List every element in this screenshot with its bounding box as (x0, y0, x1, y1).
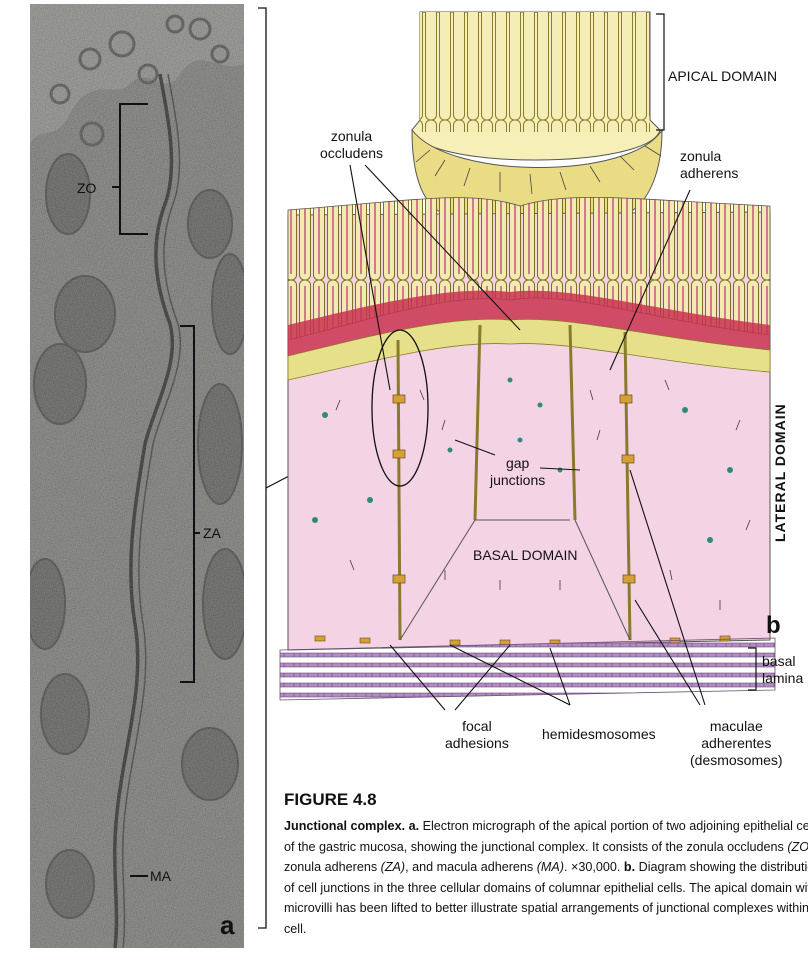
figure-caption: FIGURE 4.8 Junctional complex. a. Electr… (284, 790, 808, 939)
basal-domain-label: BASAL DOMAIN (473, 547, 578, 564)
caption-text: Diagram showing the distribution (635, 860, 808, 874)
epithelium-block (280, 197, 775, 700)
caption-line: of cell junctions in the three cellular … (284, 878, 808, 899)
junction-diagram: APICAL DOMAIN zonula occludens zonula ad… (270, 0, 808, 780)
caption-bold-title: Junctional complex. (284, 819, 409, 833)
caption-line: zonula adherens (ZA), and macula adheren… (284, 857, 808, 878)
zonula-occludens-label: zonula occludens (320, 128, 383, 162)
panel-letter-a: a (220, 910, 234, 941)
zonula-adherens-label: zonula adherens (680, 148, 738, 182)
caption-text: of cell junctions in the three cellular … (284, 881, 808, 895)
electron-micrograph: ZO ZA MA a (30, 4, 244, 948)
caption-line: of the gastric mucosa, showing the junct… (284, 837, 808, 858)
caption-line: Junctional complex. a. Electron microgra… (284, 816, 808, 837)
apical-domain-block (412, 12, 662, 225)
figure-number: FIGURE 4.8 (284, 790, 808, 810)
caption-text: zonula adherens (284, 860, 381, 874)
caption-text: , and macula adherens (405, 860, 537, 874)
gap-junctions-label: gap junctions (490, 455, 545, 489)
caption-panel-a: a. (409, 819, 420, 833)
caption-text: Electron micrograph of the apical portio… (419, 819, 808, 833)
lateral-domain-label: LATERAL DOMAIN (772, 403, 788, 542)
za-label: ZA (203, 525, 221, 541)
caption-text: cell. (284, 922, 306, 936)
caption-abbrev: (ZA) (381, 860, 405, 874)
maculae-adherentes-label: maculae adherentes (desmosomes) (690, 718, 783, 769)
ma-label: MA (150, 868, 171, 884)
caption-text: microvilli has been lifted to better ill… (284, 901, 808, 915)
focal-adhesions-label: focal adhesions (445, 718, 509, 752)
panel-letter-b: b (766, 612, 781, 640)
hemidesmosomes-label: hemidesmosomes (542, 726, 656, 743)
zo-label: ZO (77, 180, 96, 196)
basal-lamina-label: basal lamina (762, 653, 803, 687)
apical-domain-label: APICAL DOMAIN (668, 68, 777, 85)
micrograph-image (30, 4, 244, 948)
caption-abbrev: (ZO) (787, 840, 808, 854)
caption-line: cell. (284, 919, 808, 940)
caption-abbrev: (MA) (537, 860, 564, 874)
caption-text: of the gastric mucosa, showing the junct… (284, 840, 787, 854)
caption-text: . ×30,000. (564, 860, 624, 874)
caption-panel-b: b. (624, 860, 635, 874)
caption-line: microvilli has been lifted to better ill… (284, 898, 808, 919)
diagram-illustration (270, 0, 808, 780)
